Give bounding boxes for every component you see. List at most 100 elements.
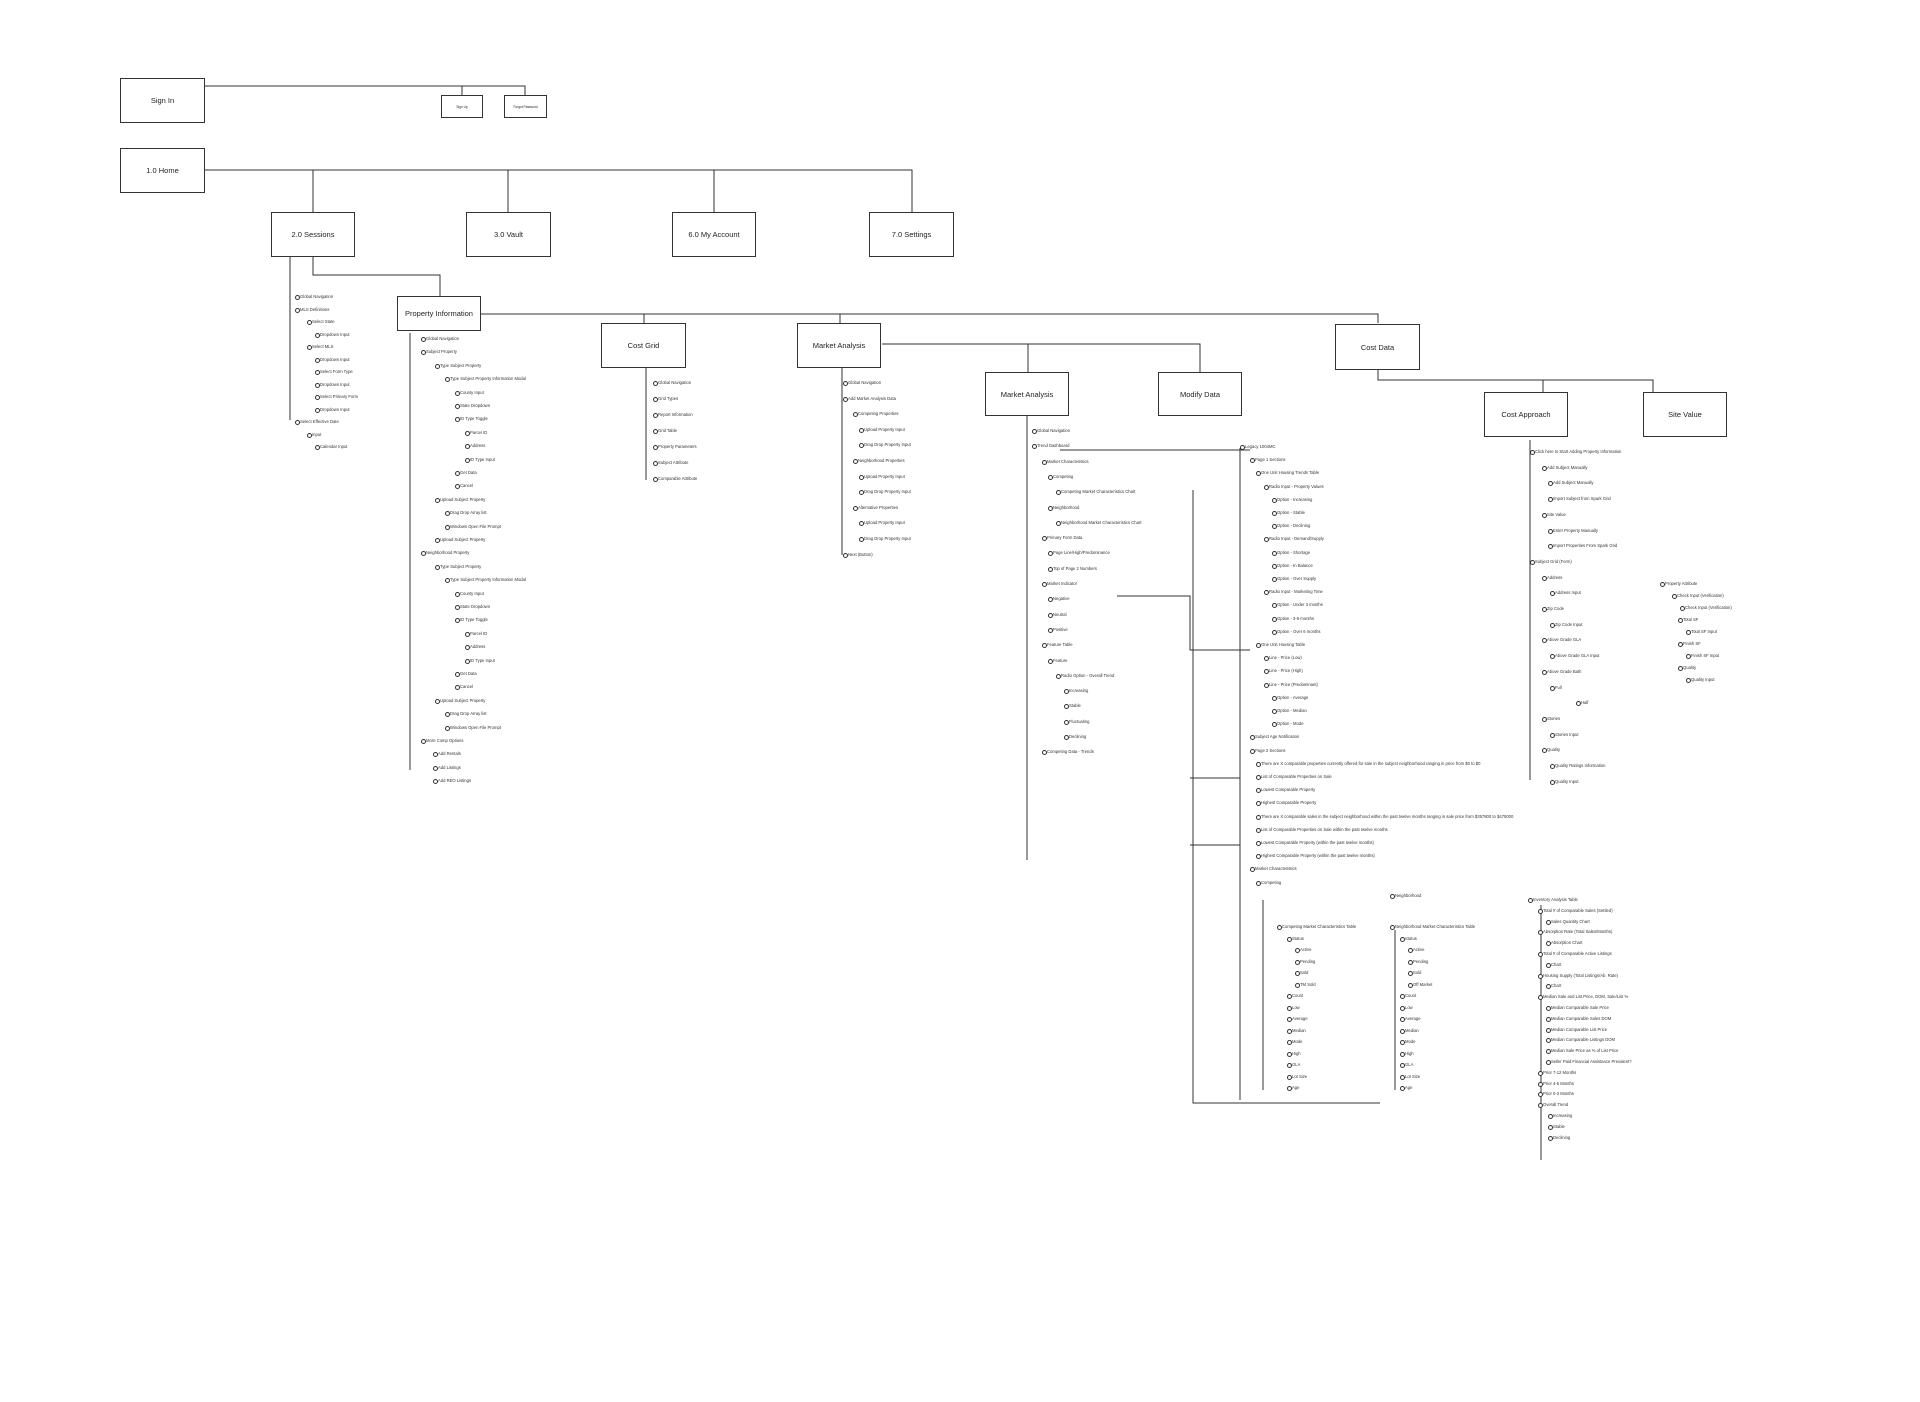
property-info-item: Get Data [455, 470, 477, 476]
market-analysis-2-item: Market Indicator [1041, 581, 1078, 587]
cost-approach-item: Add Subject Manually [1542, 464, 1588, 471]
cost-grid-box[interactable]: Cost Grid [601, 323, 686, 368]
vault-box[interactable]: 3.0 Vault [466, 212, 551, 257]
competing-table-item: Low [1287, 1004, 1300, 1011]
inventory-item: Total # of Comparable Sales (Settled) [1538, 907, 1613, 914]
cost-approach-item: Above Grade GLA [1541, 637, 1582, 644]
market-analysis-1-item: Drag Drop Property Input [859, 536, 911, 542]
legacy-item: Highest Comparable Property (within the … [1256, 853, 1375, 860]
sessions-item: Global Navigation [294, 294, 334, 300]
legacy-item: Page 2 Sections [1250, 747, 1286, 754]
settings-box[interactable]: 7.0 Settings [869, 212, 954, 257]
neighborhood-table-item: Pending [1407, 958, 1429, 965]
legacy-item: Radio Input - Property Values [1264, 483, 1324, 490]
inventory-item: Seller Paid Financial Assistance Prevale… [1546, 1059, 1632, 1065]
inventory-item: Median Comparable Sales DOM [1545, 1015, 1612, 1022]
competing-table-item: GLA [1286, 1062, 1301, 1068]
property-info-item: Subject Property [421, 349, 457, 356]
legacy-item: Option - Over 6 months [1272, 628, 1321, 635]
sessions-item: Dropdown Input [315, 406, 350, 413]
property-attribute-item: Property Attribute [1659, 581, 1698, 587]
property-info-item: Address [464, 644, 486, 651]
inventory-item: Declining [1547, 1134, 1571, 1141]
inventory-item: Median Comparable Listings DOM [1545, 1037, 1616, 1044]
cost-approach-item: Zip Code [1542, 606, 1564, 612]
property-attribute-item: Check Input (Verification) [1680, 605, 1732, 611]
legacy-item: Radio Input - Demand/Supply [1264, 536, 1324, 543]
forgot-password-box[interactable]: Forgot Password [504, 95, 547, 118]
property-info-item: Drag Drop Array list [445, 510, 487, 517]
property-info-item: State Dropdown [454, 604, 491, 610]
market-analysis-2-item: Neutral [1048, 611, 1067, 618]
sign-up-box[interactable]: Sign Up [441, 95, 483, 118]
sessions-item: Dropdown Input [315, 381, 350, 388]
competing-table-item: Average [1287, 1016, 1308, 1022]
property-info-item: State Dropdown [454, 403, 491, 409]
cost-approach-item: Quality [1541, 747, 1561, 754]
home-box[interactable]: 1.0 Home [120, 148, 205, 193]
competing-table-item: Active [1294, 947, 1312, 953]
inventory-item: Median Sale Price as % of List Price [1546, 1048, 1619, 1055]
cost-approach-box[interactable]: Cost Approach [1484, 392, 1568, 437]
sessions-item: Input [306, 431, 322, 438]
neighborhood-table-item: Active [1407, 947, 1425, 953]
legacy-item: Line - Price (High) [1264, 668, 1303, 675]
market-analysis-2-item: Trend Dashboard [1031, 443, 1070, 450]
market-analysis-2-item: Increasing [1063, 688, 1089, 695]
cost-grid-item: Global Navigation [652, 380, 692, 386]
cost-data-box[interactable]: Cost Data [1335, 324, 1420, 370]
inventory-item: Inventory Analysis Table [1528, 897, 1578, 903]
neighborhood-table-item: GLA [1399, 1062, 1414, 1068]
market-analysis-1-item: Drag Drop Property Input [859, 489, 911, 496]
sessions-item: Select Effective Date [295, 419, 339, 425]
competing-table-item: Median [1287, 1027, 1306, 1034]
market-analysis-1-item: Global Navigation [842, 380, 882, 386]
cost-grid-item: Subject Attribute [653, 460, 689, 466]
market-analysis-1-item: Next (Button) [843, 551, 873, 558]
market-analysis-2-item: Fluctuating [1063, 718, 1090, 725]
market-analysis-2-item: Declining [1063, 734, 1087, 740]
modify-data-box[interactable]: Modify Data [1158, 372, 1242, 416]
sessions-item: Select State [307, 319, 335, 325]
legacy-item: List of Comparable Properties on Sale wi… [1256, 826, 1388, 833]
neighborhood-table-item: Status [1400, 935, 1417, 942]
property-info-item: Upload Subject Property [434, 496, 486, 503]
property-info-item: Windows Open File Prompt [445, 523, 501, 530]
property-info-item: ID Type Input [465, 657, 495, 664]
property-info-item: Windows Open File Prompt [445, 724, 501, 731]
sign-in-box[interactable]: Sign In [120, 78, 205, 123]
legacy-item: Option - Over Supply [1271, 576, 1317, 582]
sessions-item: Select Primary Form [314, 394, 359, 400]
market-analysis-1-item: Add Market Analysis Data [843, 395, 896, 402]
property-information-box[interactable]: Property Information [397, 296, 481, 331]
market-analysis-2-item: Feature [1047, 657, 1068, 664]
property-attribute-item: Check Input (Verification) [1672, 593, 1724, 599]
property-info-item: ID Type Toggle [455, 617, 488, 624]
neighborhood-table-item: Off Market [1407, 981, 1433, 988]
market-analysis-1-item: Upload Property Input [859, 473, 905, 480]
property-info-item: ID Type Input [465, 456, 495, 463]
inventory-item: Sales Quantity Chart [1546, 918, 1590, 925]
cost-grid-item: Grid Table [652, 428, 678, 434]
legacy-item: Option - Increasing [1271, 496, 1313, 503]
neighborhood-table-item: Age [1399, 1085, 1413, 1091]
inventory-item: Overall Trend [1537, 1102, 1569, 1109]
my-account-box[interactable]: 6.0 My Account [672, 212, 756, 257]
cost-approach-item: Stories [1541, 715, 1561, 722]
inventory-item: Median Sale and List Price, DOM, Sale/Li… [1537, 994, 1629, 1001]
property-info-item: Parcel ID [464, 429, 488, 436]
legacy-item: Neighborhood [1389, 892, 1422, 899]
neighborhood-table-item: Low [1400, 1004, 1413, 1011]
site-value-box[interactable]: Site Value [1643, 392, 1727, 437]
market-analysis-2-box[interactable]: Market Analysis [985, 372, 1069, 416]
market-analysis-2-item: Competing Market Characteristics Chart [1055, 489, 1136, 496]
market-analysis-box[interactable]: Market Analysis [797, 323, 881, 368]
market-analysis-2-item: Market Characteristics [1042, 458, 1089, 465]
sessions-box[interactable]: 2.0 Sessions [271, 212, 355, 257]
inventory-item: Total # of Comparable Active Listings [1538, 951, 1612, 957]
inventory-item: Housing Supply (Total Listings/Ab. Rate) [1538, 972, 1618, 979]
property-info-item: Global Navigation [420, 336, 460, 342]
sessions-item: Select MLS [306, 344, 334, 350]
competing-table-item: Age [1286, 1085, 1300, 1091]
property-info-item: Cancel [454, 684, 474, 691]
